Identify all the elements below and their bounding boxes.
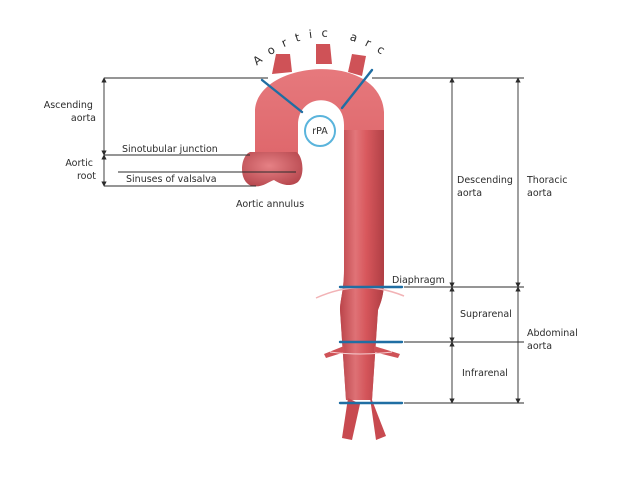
left-carotid-branch (316, 44, 332, 64)
rpa-label: rPA (312, 126, 328, 137)
ascending-aorta-label: Ascending aorta (44, 100, 96, 124)
infrarenal-label: Infrarenal (462, 368, 508, 379)
sinotubular-junction-label: Sinotubular junction (122, 144, 218, 155)
aorta-vessel (242, 44, 400, 440)
descending-aorta-label: Descending aorta (457, 175, 516, 199)
aortic-annulus-label: Aortic annulus (236, 199, 304, 210)
brachiocephalic-branch (272, 54, 292, 74)
thoracic-aorta-label: Thoracic aorta (526, 175, 570, 199)
arch-boundary-distal (340, 68, 374, 110)
diaphragm-label: Diaphragm (392, 275, 445, 286)
renal-artery-right (374, 346, 400, 358)
left-iliac-artery (342, 398, 360, 440)
arch-boundary-proximal (260, 78, 304, 114)
aortic-arch-label: Aortic arch (0, 0, 395, 68)
left-subclavian-branch (348, 54, 366, 76)
abdominal-aorta-label: Abdominal aorta (527, 328, 581, 352)
aortic-root-label: Aortic root (65, 158, 96, 182)
sinuses-of-valsalva-label: Sinuses of valsalva (126, 174, 217, 185)
descending-shading (340, 130, 384, 400)
aortic-root-sinuses (242, 152, 303, 187)
renal-level-curve (329, 351, 393, 355)
suprarenal-label: Suprarenal (460, 309, 512, 320)
measurement-lines (101, 77, 524, 404)
right-iliac-artery (370, 398, 386, 440)
renal-artery-left (324, 346, 345, 358)
segment-boundaries (260, 68, 404, 405)
rpa-ring (304, 115, 336, 147)
